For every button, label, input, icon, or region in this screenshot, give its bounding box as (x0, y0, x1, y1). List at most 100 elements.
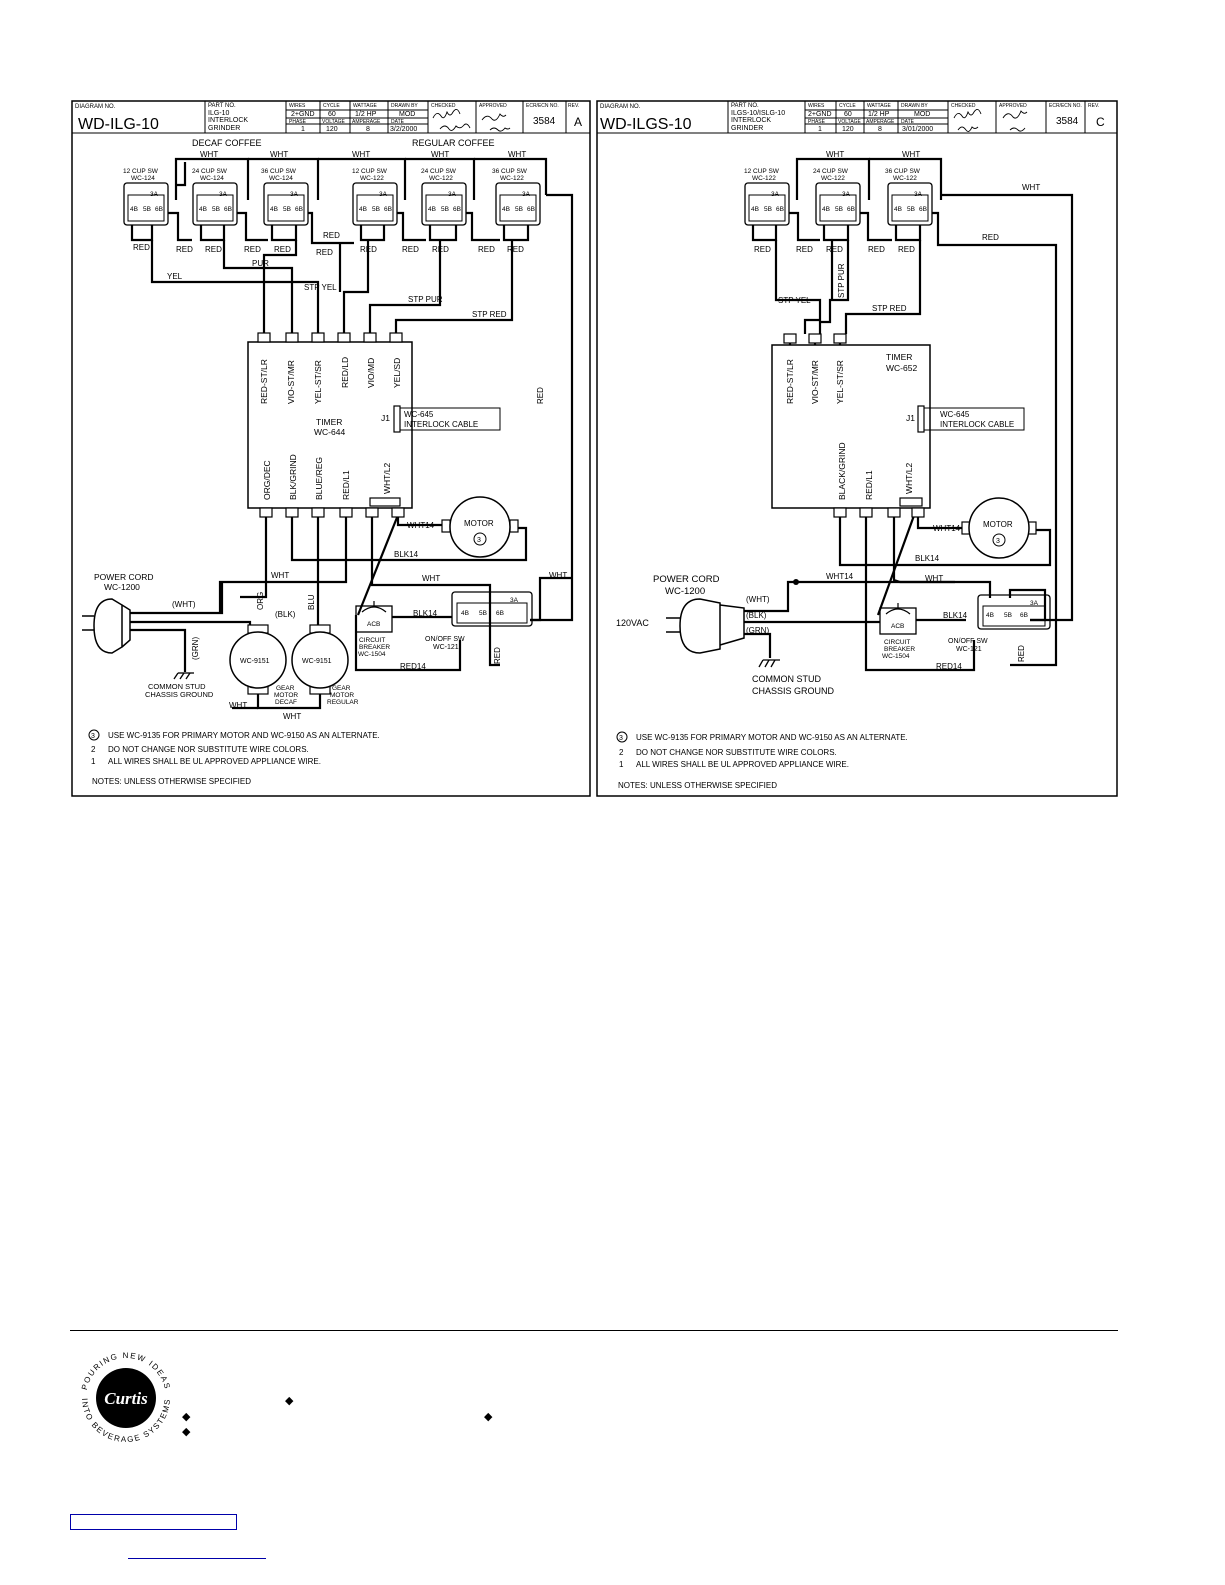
wire-label-wht-paren: (WHT) (172, 600, 196, 609)
terminal-3a: 3A (150, 191, 159, 198)
notes-title: NOTES: UNLESS OTHERWISE SPECIFIED (92, 777, 251, 786)
wire-label-wht-paren: (WHT) (746, 595, 770, 604)
link-underline[interactable] (128, 1558, 266, 1559)
terminal-6b: 6B (295, 206, 303, 213)
switch-name: 36 CUP SW (492, 168, 528, 175)
right-checked-label: CHECKED (951, 103, 976, 109)
left-notes: 3 USE WC-9135 FOR PRIMARY MOTOR AND WC-9… (88, 729, 380, 786)
wire-label-wht: WHT (431, 150, 449, 159)
terminal-4b: 4B (986, 612, 994, 619)
motor-note-number: 3 (477, 537, 481, 544)
right-voltage: 120 (842, 126, 854, 133)
terminal-3a: 3A (219, 191, 228, 198)
wire-junction-dot (793, 579, 799, 585)
terminal-3a: 3A (290, 191, 299, 198)
gear-decaf-label-2: MOTOR (274, 692, 298, 699)
timer-pin-wht-l2: WHT/L2 (382, 463, 392, 494)
note-text: ALL WIRES SHALL BE UL APPROVED APPLIANCE… (108, 757, 321, 766)
right-wattage-label: WATTAGE (867, 103, 891, 109)
motor-label: MOTOR (464, 519, 494, 528)
wire-label-red: RED (244, 245, 261, 254)
left-voltage-label: VOLTAGE (322, 119, 346, 125)
right-part-desc-1: INTERLOCK (731, 117, 771, 124)
interlock-cable-name: INTERLOCK CABLE (940, 420, 1014, 429)
note-number: 3 (91, 733, 95, 740)
left-date-label: DATE (391, 119, 405, 125)
gear-decaf-label-1: GEAR (276, 685, 295, 692)
power-cord-label: POWER CORD (653, 574, 720, 585)
left-circuit-breaker: ACB CIRCUIT BREAKER WC-1504 (355, 601, 393, 658)
left-title-block (72, 101, 590, 134)
left-title-text: DIAGRAM NO. WD-ILG-10 PART NO. ILG-10 IN… (75, 103, 582, 133)
wire-label-stp-yel: STP YEL (304, 283, 337, 292)
switch-name: 36 CUP SW (261, 168, 297, 175)
gear-regular-label-1: GEAR (332, 685, 351, 692)
curtis-logo: POURING NEW IDEAS INTO BEVERAGE SYSTEMS … (80, 1351, 171, 1444)
wire-label-red14: RED14 (936, 662, 962, 671)
switch-name: 36 CUP SW (885, 168, 921, 175)
right-drawn-label: DRAWN BY (901, 103, 928, 109)
wire-label-stp-pur: STP PUR (408, 295, 443, 304)
timer-pin-red-ld: RED/LD (340, 357, 350, 388)
terminal-6b: 6B (453, 206, 461, 213)
right-motor: MOTOR 3 (961, 497, 1037, 559)
wire-label-grn-paren: (GRN) (191, 637, 200, 660)
note-number: 2 (619, 748, 624, 757)
note-number: 3 (619, 735, 623, 742)
terminal-4b: 4B (199, 206, 207, 213)
note-text: DO NOT CHANGE NOR SUBSTITUTE WIRE COLORS… (636, 748, 837, 757)
wire-label-stp-red: STP RED (872, 304, 907, 313)
terminal-6b: 6B (1020, 612, 1028, 619)
link-box[interactable] (70, 1514, 237, 1530)
terminal-3a: 3A (914, 191, 923, 198)
timer-name: TIMER (886, 352, 912, 362)
right-border (596, 100, 1118, 797)
right-circuit-breaker: ACB CIRCUIT BREAKER WC-1504 (879, 603, 917, 660)
right-part-no: ILGS-10/ISLG-10 (731, 110, 785, 117)
left-part-desc-2: GRINDER (208, 125, 240, 132)
wire-label-pur: PUR (252, 259, 269, 268)
wire-label-red: RED (274, 245, 291, 254)
left-switch-12cup-regular: 12 CUP SW WC-122 3A 4B 5B 6B (352, 168, 398, 226)
left-switch-24cup-regular: 24 CUP SW WC-122 3A 4B 5B 6B (421, 168, 467, 226)
wire-label-org: ORG (256, 592, 265, 610)
wire-label-red: RED (796, 245, 813, 254)
right-diagram-no: WD-ILGS-10 (600, 116, 692, 133)
gear-decaf-label-3: DECAF (275, 699, 297, 706)
right-wires (744, 157, 1074, 672)
terminal-4b: 4B (461, 610, 469, 617)
left-rev-label: REV. (568, 103, 579, 109)
note-number: 1 (619, 760, 624, 769)
voltage-label: 120VAC (616, 618, 649, 628)
right-switch-group: 12 CUP SW WC-122 3A 4B 5B 6B 24 CUP SW W… (744, 168, 933, 226)
timer-pin-red-l1: RED/L1 (864, 470, 874, 500)
left-part-no-label: PART NO. (208, 103, 236, 109)
onoff-label: ON/OFF SW (948, 638, 988, 645)
right-amperage: 8 (878, 126, 882, 133)
terminal-5b: 5B (764, 206, 772, 213)
notes-title: NOTES: UNLESS OTHERWISE SPECIFIED (618, 781, 777, 790)
switch-name: 24 CUP SW (192, 168, 228, 175)
gear-regular-label-2: MOTOR (330, 692, 354, 699)
terminal-5b: 5B (372, 206, 380, 213)
left-phase: 1 (301, 126, 305, 133)
wire-label-red: RED (982, 233, 999, 242)
power-cord-part: WC-1200 (104, 582, 140, 592)
left-border (71, 100, 591, 797)
decaf-coffee-label: DECAF COFFEE (192, 138, 262, 148)
terminal-5b: 5B (212, 206, 220, 213)
wire-label-grn-paren: (GRN) (746, 626, 769, 635)
timer-pin-vio-st-mr: VIO-ST/MR (286, 360, 296, 404)
right-wires-label: WIRES (808, 103, 825, 109)
terminal-5b: 5B (907, 206, 915, 213)
breaker-label-1: CIRCUIT (359, 637, 385, 644)
left-date: 3/2/2000 (390, 126, 417, 133)
wire-label-wht: WHT (422, 574, 440, 583)
right-amperage-label: AMPERAGE (866, 119, 895, 125)
left-onoff-switch: 3A 4B 5B 6B ON/OFF SW WC-121 (425, 591, 533, 651)
left-rev: A (574, 115, 582, 129)
switch-part: WC-122 (821, 175, 845, 182)
gear-motor-regular-part: WC-9151 (302, 658, 332, 665)
breaker-label-2: BREAKER (884, 646, 915, 653)
diamond-bullet-icon: ◆ (484, 1411, 493, 1423)
